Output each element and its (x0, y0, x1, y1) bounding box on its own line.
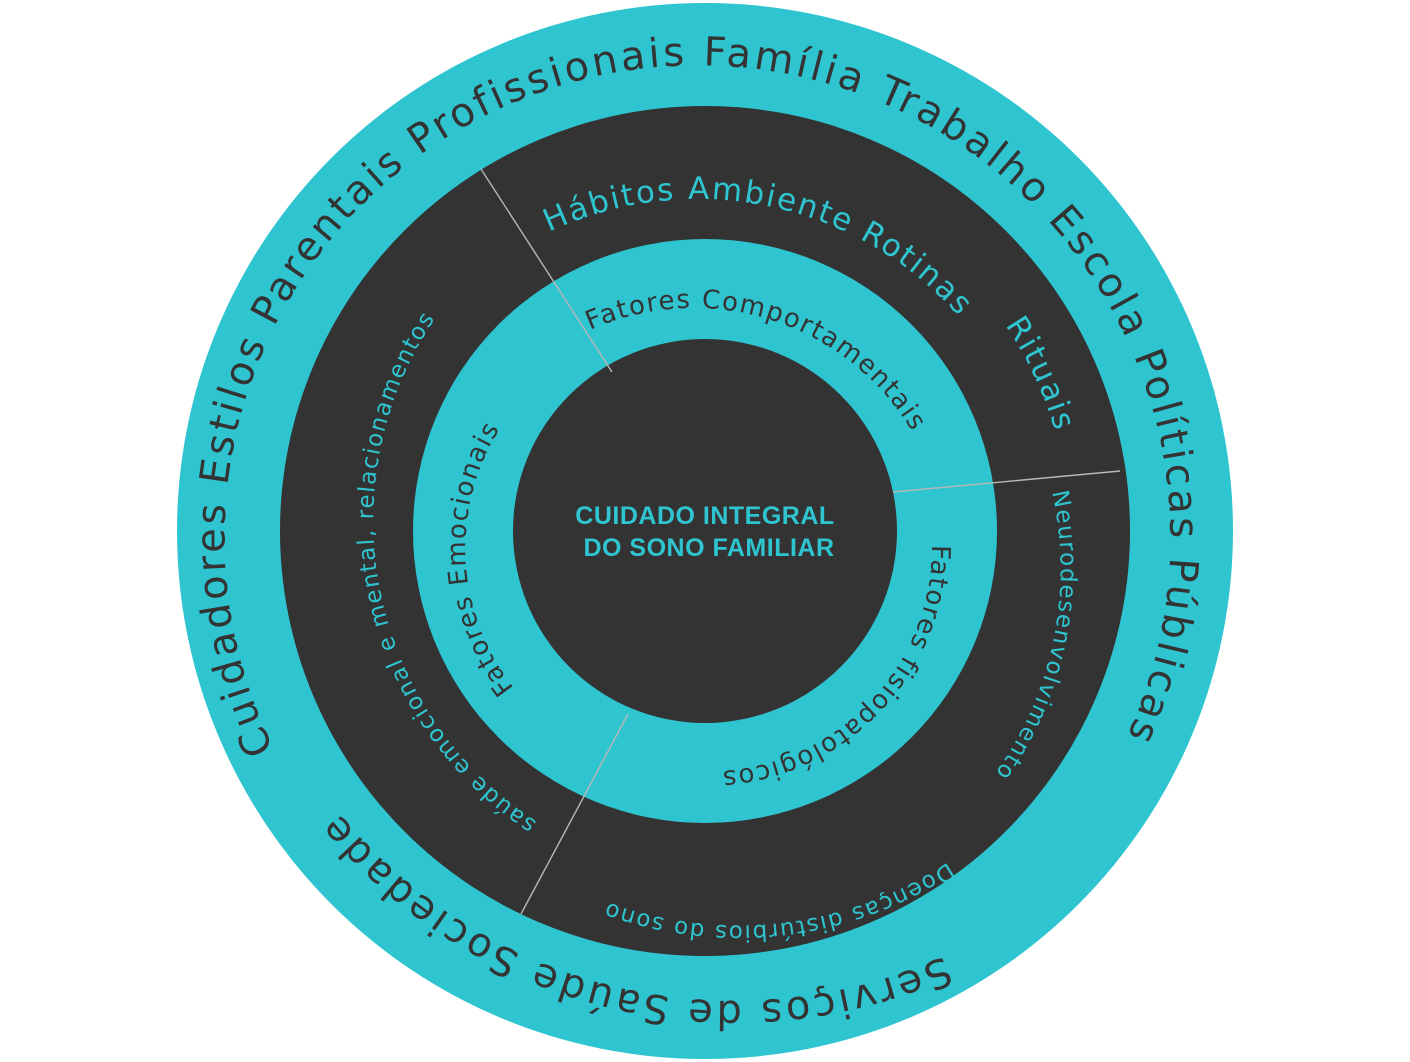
center-title-line1: CUIDADO INTEGRAL (575, 502, 834, 530)
center-title-line2: DO SONO FAMILIAR (583, 534, 834, 562)
center-circle (513, 339, 897, 723)
divider-top-left (480, 168, 613, 373)
divider-right (892, 470, 1121, 493)
divider-bottom-left (520, 713, 629, 915)
